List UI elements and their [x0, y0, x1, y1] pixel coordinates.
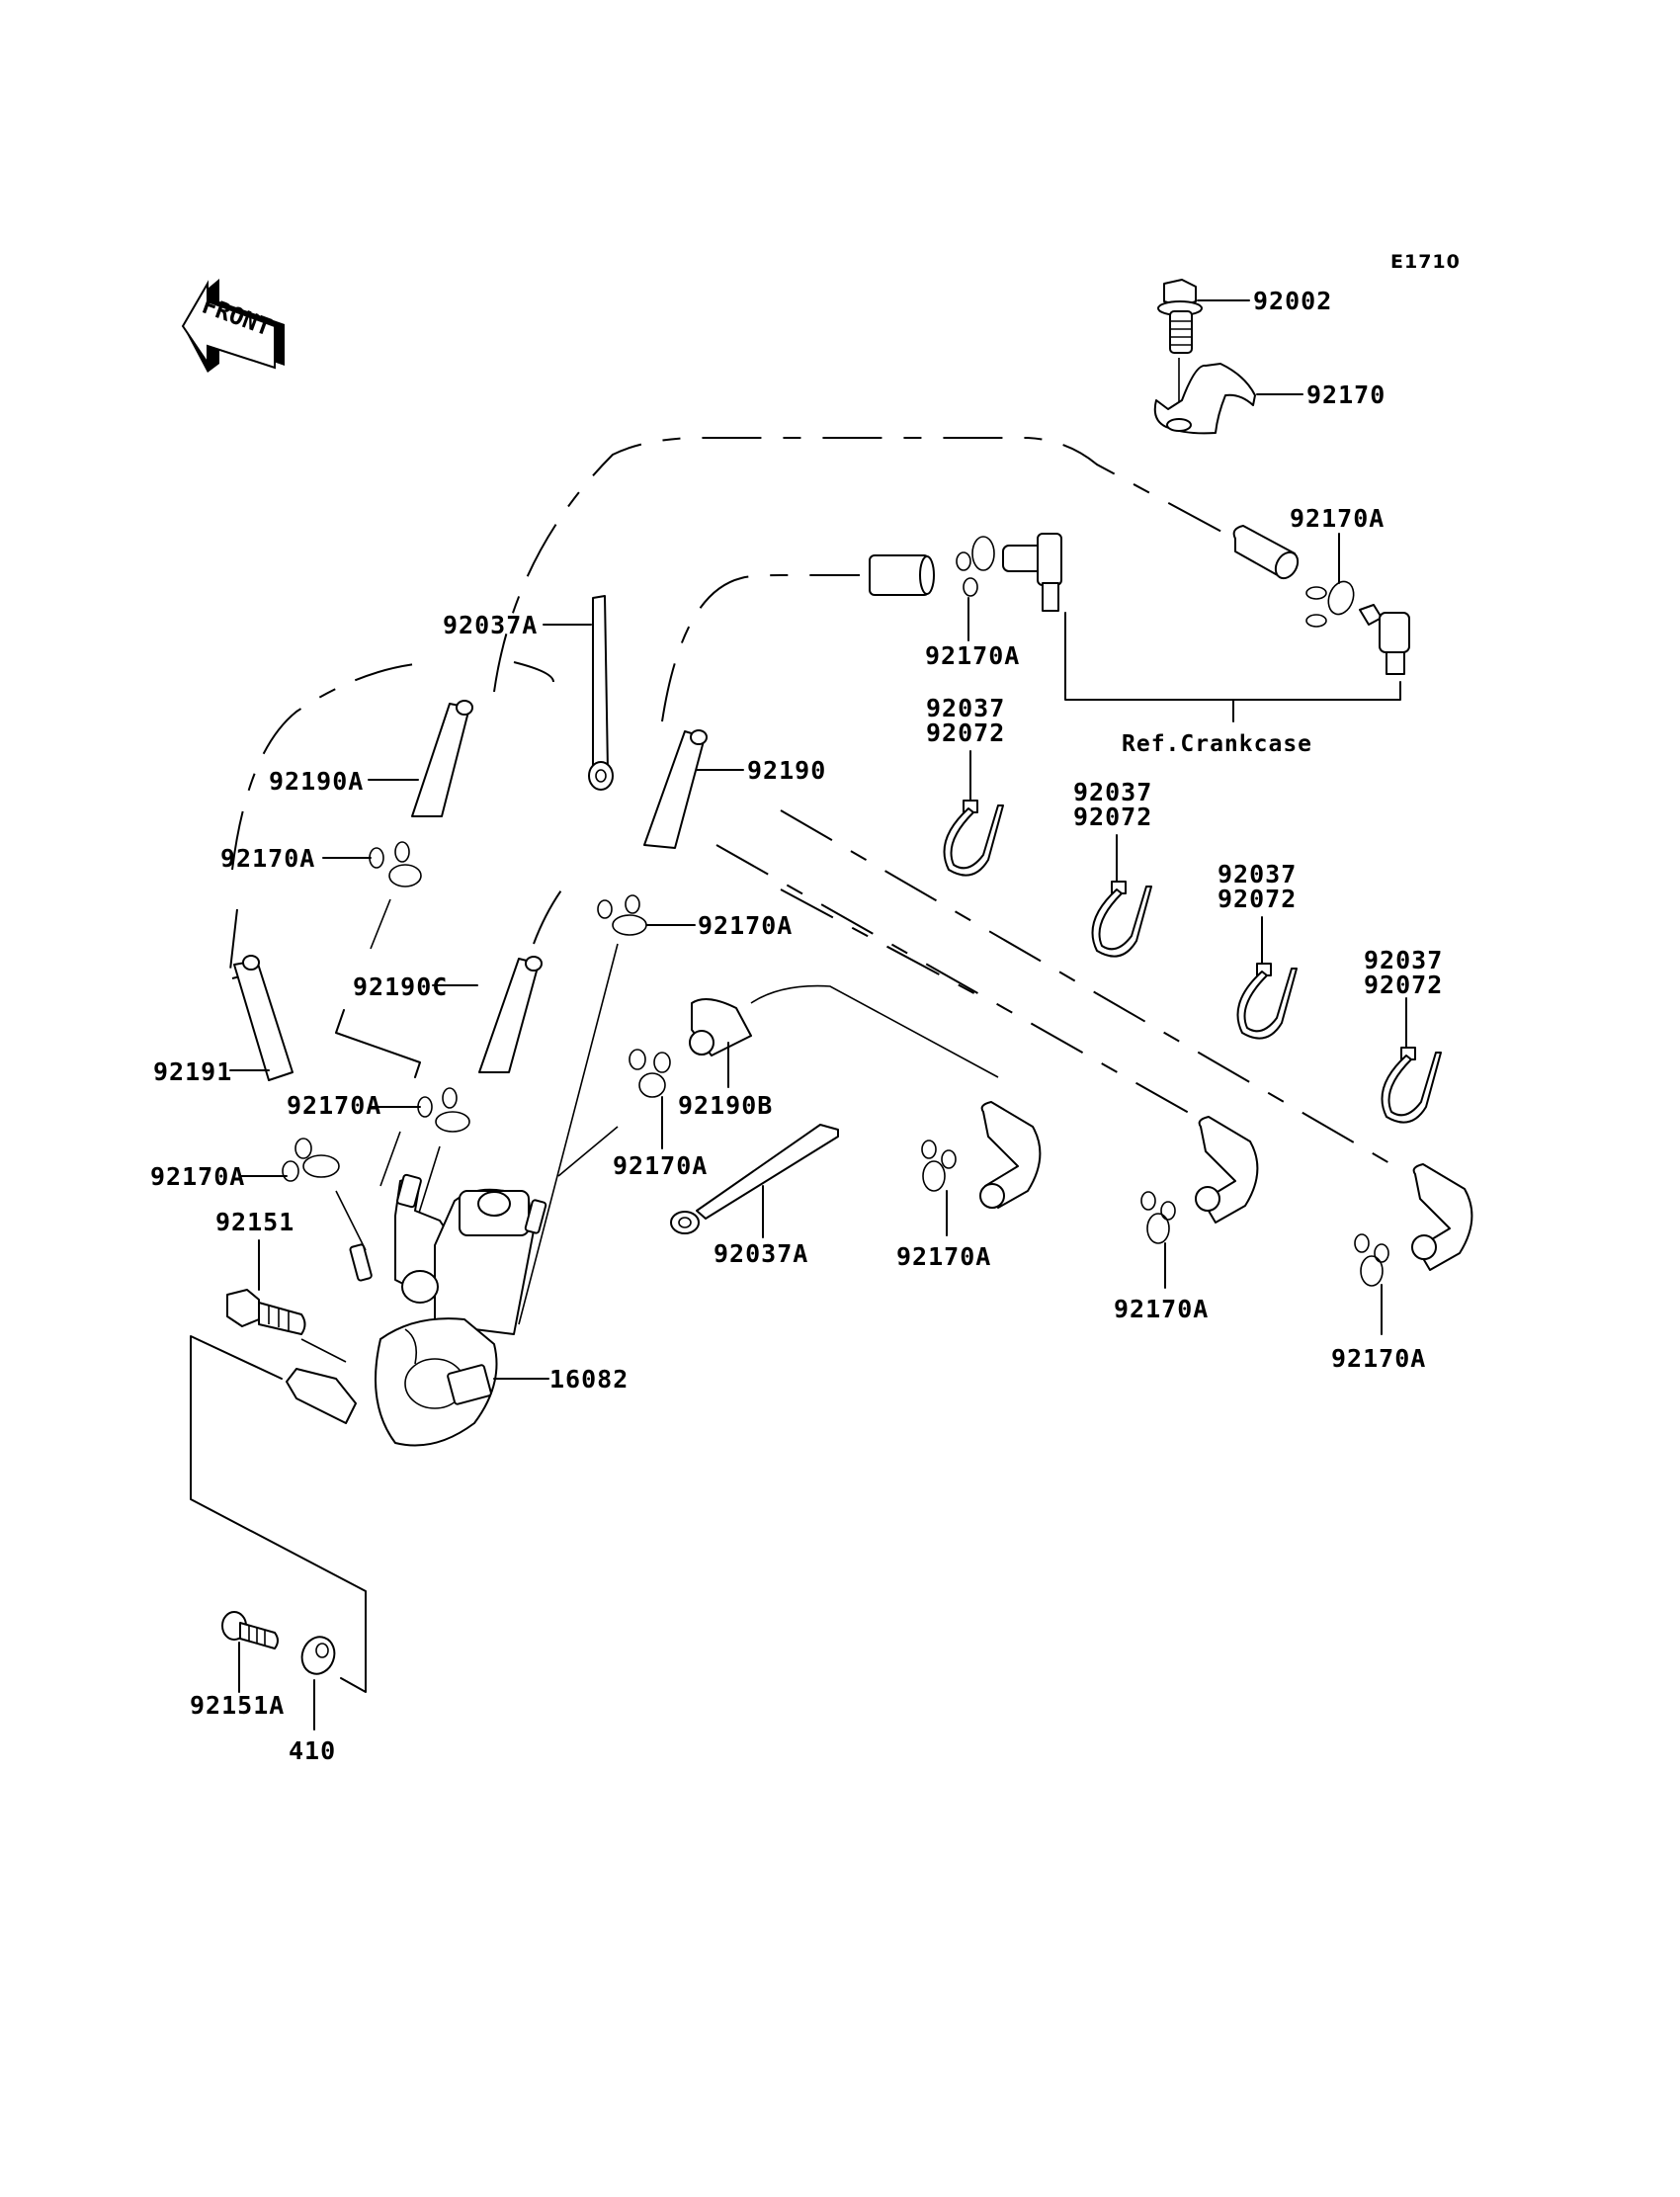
hose-92190a [411, 700, 473, 817]
hose-92190c [478, 956, 543, 1073]
cable-tie-3 [1236, 963, 1298, 1040]
clip-lower-2 [1140, 1191, 1176, 1244]
clip-mid-2 [629, 1049, 671, 1098]
callout-tie-2-b: 92072 [1073, 803, 1152, 831]
callout-92170a-upper-right: 92170A [1290, 504, 1385, 533]
hose-upper-right [1232, 525, 1300, 580]
washer-410 [300, 1636, 336, 1675]
clip-upper-right [1305, 580, 1355, 628]
clip-lower-3 [1354, 1233, 1389, 1287]
callout-92170a-lower-3: 92170A [1331, 1344, 1426, 1373]
exploded-bracket [190, 1335, 367, 1693]
cable-tie-1 [943, 800, 1004, 877]
cable-tie-2 [1091, 881, 1152, 958]
callout-92170a-mid-2: 92170A [613, 1151, 708, 1180]
clip-lower-1 [921, 1140, 957, 1192]
callout-92170a-lower-2: 92170A [1114, 1295, 1209, 1323]
callout-92191: 92191 [153, 1057, 232, 1086]
callout-tie-3-b: 92072 [1218, 885, 1297, 913]
callout-92190a: 92190A [269, 767, 364, 796]
callout-tie-1-b: 92072 [926, 718, 1005, 747]
callout-tie-4-b: 92072 [1364, 971, 1443, 999]
clip-mid-1 [597, 894, 647, 936]
callout-92170: 92170 [1306, 380, 1386, 409]
oil-pump-16082 [286, 1173, 547, 1447]
clip-left-2 [417, 1087, 470, 1133]
routing-92190c [370, 898, 391, 950]
ref-crankcase-label: Ref.Crankcase [1122, 731, 1312, 757]
callout-92037a-upper: 92037A [443, 611, 538, 639]
callout-16082: 16082 [549, 1365, 629, 1394]
hose-92190b [689, 998, 752, 1056]
callout-92151a: 92151A [190, 1691, 285, 1720]
clip-left-1 [369, 841, 422, 887]
curved-hose-3 [1411, 1163, 1473, 1271]
hose-92190 [643, 729, 708, 849]
routing-line-second [661, 574, 860, 722]
callout-tie-4-a: 92037 [1364, 946, 1443, 974]
routing-92190c-top [533, 874, 574, 945]
ref-bracket [1064, 612, 1401, 701]
callout-92190: 92190 [747, 756, 826, 785]
callout-92151: 92151 [215, 1208, 294, 1236]
callout-tie-2-a: 92037 [1073, 778, 1152, 806]
bolt-axis-92151 [300, 1338, 347, 1363]
callout-92170a-left-1: 92170A [220, 844, 315, 873]
routing-line-left [231, 661, 554, 871]
callout-92170a-left-3: 92170A [150, 1162, 245, 1191]
curved-hose-1 [979, 1101, 1042, 1209]
callout-92190c: 92190C [353, 972, 448, 1001]
callout-92170a-upper-mid: 92170A [925, 641, 1020, 670]
routing-long-1 [780, 809, 1404, 1172]
bolt-92151 [226, 1289, 306, 1335]
routing-long-3 [780, 888, 984, 999]
callout-tie-1-a: 92037 [926, 694, 1005, 722]
callout-92002: 92002 [1253, 287, 1332, 315]
band-92037a-lower [670, 1124, 839, 1234]
diagram-code: E1710 [1390, 251, 1461, 273]
callout-tie-3-a: 92037 [1218, 860, 1297, 888]
routing-line-top [493, 437, 1226, 693]
curved-hose-2 [1195, 1116, 1259, 1224]
band-92037a-upper [588, 595, 614, 791]
callout-92170a-left-2: 92170A [287, 1091, 381, 1120]
callout-410: 410 [289, 1736, 336, 1765]
cable-tie-4 [1381, 1047, 1442, 1124]
elbow-fitting-right [1359, 604, 1410, 675]
clip-left-3 [282, 1138, 340, 1182]
callout-92190b: 92190B [678, 1091, 773, 1120]
bolt-92002 [1157, 279, 1203, 354]
clamp-92170 [1153, 363, 1256, 435]
front-arrow-icon: FRONT [181, 279, 285, 373]
bracket-92190c [335, 1009, 421, 1078]
hose-92191 [233, 955, 294, 1081]
callout-92170a-lower-1: 92170A [896, 1242, 991, 1271]
hose-short-top [869, 554, 935, 596]
screw-92151a [221, 1611, 279, 1649]
callout-92170a-mid-1: 92170A [698, 911, 793, 940]
routing-long-2 [715, 844, 1197, 1118]
callout-92037a-lower: 92037A [714, 1239, 808, 1268]
routing-92190b [750, 984, 999, 1078]
elbow-fitting-left [1002, 533, 1062, 612]
routing-to-pump [335, 943, 619, 1325]
clip-upper-mid [956, 536, 995, 597]
